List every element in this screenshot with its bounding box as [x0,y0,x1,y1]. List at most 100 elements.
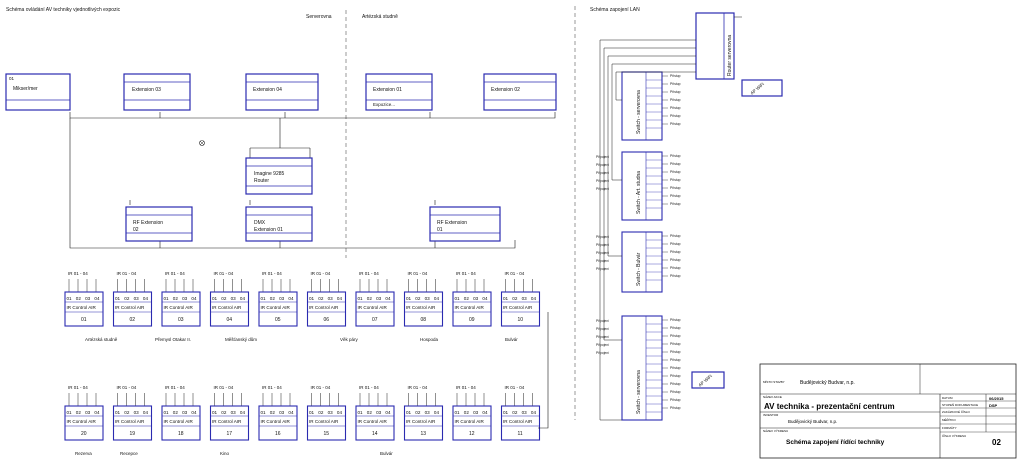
ir-unit-box [258,405,298,441]
ir-group-label: Bulvár [380,451,393,456]
ir-group-label: Měšťanský dům [225,336,257,342]
tb-label-stupen: STUPEŇ DOKUMENTACE [942,402,978,407]
ir-unit-box [500,405,541,441]
ir-unit-top-label: IR 01 - 04 [262,385,282,390]
ir-port-label: 03 [134,410,140,415]
tb-label-meritko: MĚŘÍTKO [942,417,956,422]
tb-label-datum: DATUM [942,396,953,400]
ir-port-label: 03 [231,410,237,415]
tb-cislo: 02 [992,438,1001,447]
device-rf02: RF Extension 02 [125,206,193,242]
lan-switch: PřístupPřístupPřístupPřístupPřístupPříst… [596,151,681,221]
ir-unit-top-label: IR 01 - 04 [117,385,137,390]
mikser-num: 01 [9,76,15,81]
ir-unit-number: 08 [421,317,427,323]
ir-port-label: 01 [358,296,364,301]
tb-label-zakazka: ZAKÁZKOVÉ ČÍSLO [942,409,971,414]
ir-port-label: 01 [455,296,461,301]
lan-wifi-2: AP WiFi [691,371,725,389]
ir-unit-box [258,291,298,327]
ir-group-label: Recepce [120,451,138,456]
lan-port-pristup: Přístup [670,170,681,174]
ir-port-label: 03 [376,410,382,415]
ir-control-label: IR Control AIR [164,419,194,424]
device-ext02: Extension 02 [483,73,557,111]
ir-port-label: 01 [406,410,412,415]
tb-label-format: FORMÁTY [942,426,957,430]
rf01-sub: 01 [437,227,443,233]
ir-unit-top-label: IR 01 - 04 [456,271,476,276]
lan-switch-label: Switch - Bulvár [636,252,642,286]
ir-unit-top-label: IR 01 - 04 [262,271,282,276]
ir-unit-number: 19 [130,431,136,437]
ir-port-label: 01 [261,410,267,415]
ir-port-label: 01 [261,296,267,301]
ir-control-label: IR Control AIR [115,305,145,310]
ir-unit-box [452,291,492,327]
ir-port-label: 03 [182,410,188,415]
ir-port-label: 04 [434,296,440,301]
ir-port-label: 02 [124,410,130,415]
ir-unit-number: 11 [518,431,523,437]
tb-label-cislo: ČÍSLO VÝKRESU [942,433,966,438]
ir-unit-box [64,291,104,327]
lan-port-pristup: Přístup [670,202,681,206]
ir-port-label: 04 [240,296,246,301]
device-ext03: Extension 03 [123,73,191,111]
tb-label-investor: MÍSTO STAVBY [763,380,785,384]
ir-unit-top-label: IR 01 - 04 [165,271,185,276]
lamp-icon [199,140,205,146]
lan-switch-label: Switch - serverovna [636,90,642,134]
ir-port-label: 02 [318,410,324,415]
ir-unit-top-label: IR 01 - 04 [311,271,331,276]
tb-investor: Budějovický Budvar, n.p. [800,380,855,386]
ir-unit-box [112,405,153,441]
lan-port-pristup: Přístup [670,162,681,166]
lan-port-pristup: Přístup [670,194,681,198]
ir-port-label: 04 [240,410,246,415]
ir-port-label: 01 [309,410,315,415]
ir-port-label: 04 [531,410,537,415]
tb-label-vykres: NÁZEV VÝKRESU [763,429,788,433]
ir-port-label: 04 [434,410,440,415]
ir-port-label: 01 [455,410,461,415]
lan-router: Router serverovna [695,12,735,80]
ir-unit-top-label: IR 01 - 04 [117,271,137,276]
ir-group-label: Rezerva [75,451,92,456]
arteska-label: Artézská studně [362,14,398,20]
device-router: Imagine 9285 Router [245,157,313,195]
ir-port-label: 03 [182,296,188,301]
lan-port-pripojeni: Připojení [596,335,609,339]
ir-port-label: 02 [464,296,470,301]
lan-port-pristup: Přístup [670,318,681,322]
ir-unit-box [500,291,541,327]
ir-unit-number: 07 [372,317,378,323]
ext03-name: Extension 03 [132,87,161,93]
ir-control-label: IR Control AIR [309,419,339,424]
ir-group-label: Věk páry [340,337,359,342]
ir-port-label: 02 [367,296,373,301]
lan-switch-label: Switch - Art. studna [636,171,642,214]
ir-unit-top-label: IR 01 - 04 [214,385,234,390]
device-ext04: Extension 04 [245,73,319,111]
ir-port-label: 01 [309,296,315,301]
ir-port-label: 04 [337,296,343,301]
ir-control-label: IR Control AIR [261,305,291,310]
ir-port-label: 02 [221,296,227,301]
lan-port-pripojeni: Připojení [596,163,609,167]
lan-port-pripojeni: Připojení [596,259,609,263]
lan-port-pristup: Přístup [670,374,681,378]
tb-stavba: AV technika - prezentační centrum [764,402,895,411]
bus-lines [69,112,556,249]
router-sub: Router [254,178,269,184]
ir-control-label: IR Control AIR [358,419,388,424]
device-dmx: DMX Extension 01 [245,206,313,242]
ir-group-label: Artézská studně [85,337,118,342]
right-title: Schéma zapojení LAN [590,7,640,13]
ir-port-label: 03 [376,296,382,301]
